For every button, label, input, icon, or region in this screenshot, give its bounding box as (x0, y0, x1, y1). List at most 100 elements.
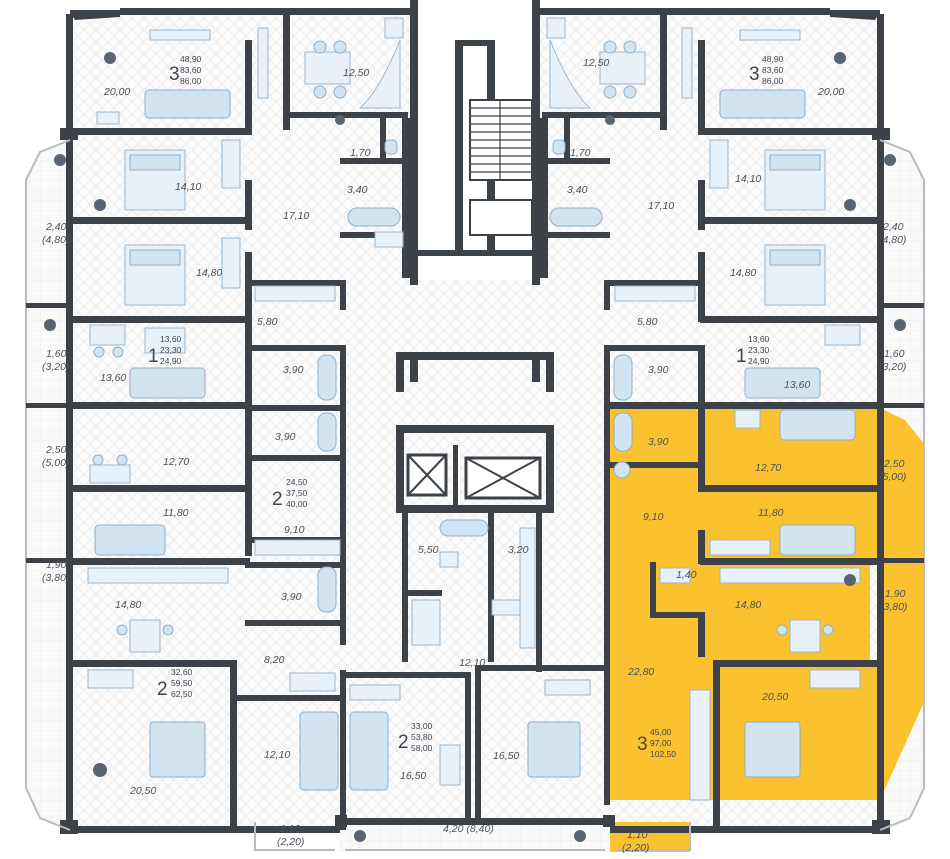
svg-text:48,90: 48,90 (180, 54, 202, 64)
room-label: 22,80 (627, 666, 654, 678)
room-label: 12,50 (343, 67, 369, 79)
svg-text:2: 2 (157, 679, 168, 700)
room-label: 3,40 (347, 184, 368, 196)
furniture (87, 17, 861, 801)
room-label: 14,80 (115, 599, 141, 611)
room-label: 5,80 (637, 316, 658, 328)
svg-text:3: 3 (169, 64, 180, 85)
svg-text:62,50: 62,50 (171, 689, 193, 699)
room-label: 17,10 (283, 210, 309, 222)
svg-text:48,90: 48,90 (762, 54, 784, 64)
apartment-badges: 3 48,90 83,60 86,00 3 48,90 83,60 86,00 … (148, 54, 784, 759)
room-label: 20,50 (129, 785, 156, 797)
room-label: 13,60 (784, 379, 810, 391)
room-label: 12,70 (755, 462, 781, 474)
room-label: 1,40 (676, 569, 697, 581)
badge-apt-1-left[interactable]: 1 13,60 23,30 24,90 (148, 334, 182, 367)
room-label: 20,50 (761, 691, 788, 703)
svg-text:23,30: 23,30 (160, 345, 182, 355)
room-label: (2,20) (622, 842, 649, 854)
room-label: 14,10 (735, 173, 761, 185)
svg-text:13,60: 13,60 (160, 334, 182, 344)
room-label: (3,20) (42, 361, 69, 373)
room-label: 1,10 (280, 823, 301, 835)
svg-text:40,00: 40,00 (286, 499, 308, 509)
svg-text:24,90: 24,90 (748, 356, 770, 366)
svg-text:59,50: 59,50 (171, 678, 193, 688)
svg-text:45,00: 45,00 (650, 727, 672, 737)
room-labels: 20,00 12,50 1,70 3,40 17,10 14,10 2,40 (… (42, 57, 907, 854)
svg-text:32,60: 32,60 (171, 667, 193, 677)
room-label: 4,20 (8,40) (443, 823, 494, 835)
svg-text:33,00: 33,00 (411, 721, 433, 731)
highlighted-apartment[interactable] (610, 408, 925, 852)
svg-text:37,50: 37,50 (286, 488, 308, 498)
badge-apt-3-top-right[interactable]: 3 48,90 83,60 86,00 (749, 54, 784, 86)
svg-text:2: 2 (398, 732, 409, 753)
room-label: 3,90 (648, 436, 669, 448)
badge-apt-3-highlighted[interactable]: 3 45,00 97,00 102,50 (637, 727, 676, 759)
svg-text:23,30: 23,30 (748, 345, 770, 355)
room-label: 16,50 (493, 750, 519, 762)
svg-text:24,50: 24,50 (286, 477, 308, 487)
svg-text:97,00: 97,00 (650, 738, 672, 748)
room-label: 3,90 (281, 591, 302, 603)
room-label: 3,90 (275, 431, 296, 443)
plant-icons (44, 52, 906, 842)
room-label: (3,80) (880, 601, 907, 613)
room-label: 8,20 (264, 654, 285, 666)
svg-text:1: 1 (736, 346, 747, 367)
svg-text:83,60: 83,60 (180, 65, 202, 75)
svg-text:86,00: 86,00 (180, 76, 202, 86)
room-label: 11,80 (163, 507, 189, 519)
svg-text:83,60: 83,60 (762, 65, 784, 75)
room-label: 12,10 (264, 749, 290, 761)
room-label: 2,40 (45, 221, 67, 233)
svg-text:3: 3 (637, 734, 648, 755)
room-label: 20,00 (817, 86, 844, 98)
room-label: 1,60 (46, 348, 67, 360)
room-label: 2,50 (883, 458, 905, 470)
svg-text:86,00: 86,00 (762, 76, 784, 86)
badge-apt-3-top-left[interactable]: 3 48,90 83,60 86,00 (169, 54, 202, 86)
svg-text:13,60: 13,60 (748, 334, 770, 344)
room-label: 14,10 (175, 181, 201, 193)
badge-apt-2-bottom-center[interactable]: 2 33,00 53,80 58,00 (398, 721, 433, 753)
room-label: 14,80 (196, 267, 222, 279)
svg-text:53,80: 53,80 (411, 732, 433, 742)
staircase (469, 99, 533, 236)
room-label: 11,80 (758, 507, 784, 519)
room-label: 1,90 (46, 559, 67, 571)
room-label: 17,10 (648, 200, 674, 212)
room-label: (3,20) (879, 361, 906, 373)
room-label: 1,70 (570, 147, 591, 159)
svg-text:102,50: 102,50 (650, 749, 676, 759)
elevator-shafts (406, 453, 542, 500)
room-label: 13,60 (100, 372, 126, 384)
room-label: 14,80 (735, 599, 761, 611)
room-label: 12,50 (583, 57, 609, 69)
room-label: (5,00) (879, 471, 906, 483)
room-label: (4,80) (42, 234, 69, 246)
room-label: 16,50 (400, 770, 426, 782)
badge-apt-1-right[interactable]: 1 13,60 23,30 24,90 (736, 334, 770, 367)
room-label: (5,00) (42, 457, 69, 469)
room-label: 5,50 (418, 544, 439, 556)
room-label: 2,40 (882, 221, 904, 233)
room-label: 1,90 (885, 588, 906, 600)
central-core (396, 0, 554, 513)
badge-apt-2-left-mid[interactable]: 2 24,50 37,50 40,00 (272, 477, 308, 510)
room-label: (4,80) (879, 234, 906, 246)
room-label: 1,60 (884, 348, 905, 360)
room-label: 3,20 (508, 544, 529, 556)
room-label: 9,10 (643, 511, 664, 523)
room-label: 1,10 (627, 829, 648, 841)
outer-walls (25, 8, 925, 851)
svg-text:3: 3 (749, 64, 760, 85)
svg-text:58,00: 58,00 (411, 743, 433, 753)
svg-text:1: 1 (148, 346, 159, 367)
room-label: (2,20) (277, 836, 304, 848)
badge-apt-2-left-bottom[interactable]: 2 32,60 59,50 62,50 (157, 667, 193, 700)
room-label: 3,90 (648, 364, 669, 376)
